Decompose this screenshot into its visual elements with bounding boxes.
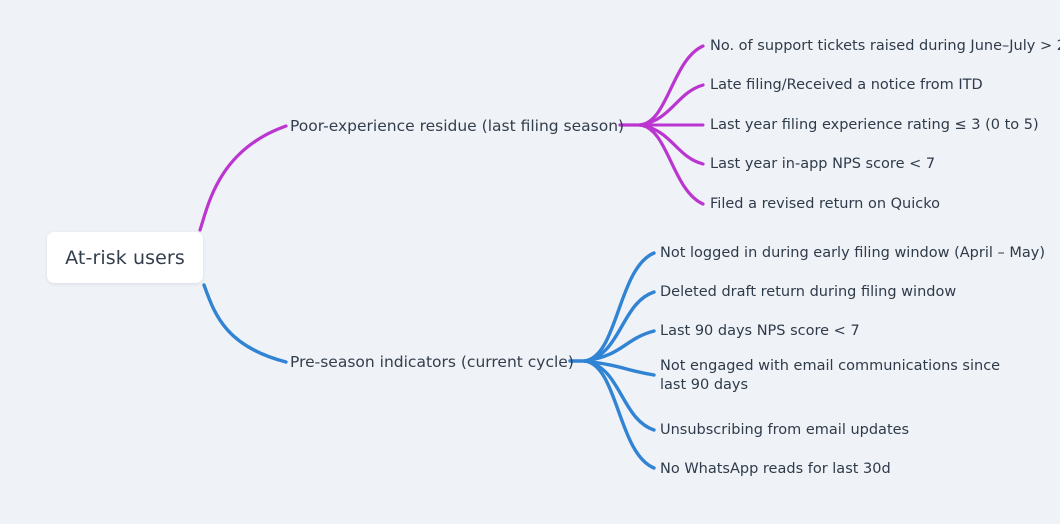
root-node[interactable]: At-risk users — [47, 232, 203, 283]
leaf-node-deleted-draft-return[interactable]: Deleted draft return during filing windo… — [660, 284, 957, 300]
leaf-node-revised-return[interactable]: Filed a revised return on Quicko — [710, 196, 941, 212]
leaf-node-in-app-nps-score[interactable]: Last year in-app NPS score < 7 — [710, 156, 936, 172]
edge-branch-2-leaf-0 — [583, 251, 656, 363]
edge-branch-1-leaf-1 — [638, 83, 705, 127]
leaf-node-unsubscribing-email[interactable]: Unsubscribing from email updates — [660, 422, 910, 438]
leaf-node-support-tickets[interactable]: No. of support tickets raised during Jun… — [710, 38, 1060, 54]
leaf-node-last-90-days-nps[interactable]: Last 90 days NPS score < 7 — [660, 323, 860, 339]
branch-label-pre-season-indicators[interactable]: Pre-season indicators (current cycle) — [290, 353, 574, 371]
edge-branch-1-leaf-3 — [638, 123, 705, 166]
root-node-label: At-risk users — [65, 246, 185, 269]
edge-branch-1-leaf-4 — [638, 123, 705, 206]
leaf-node-not-engaged-email[interactable]: Not engaged with email communications si… — [660, 358, 1001, 393]
edge-branch-2-leaf-5 — [583, 359, 656, 470]
edge-root-to-branch-2 — [202, 283, 288, 364]
branch-label-poor-experience-residue[interactable]: Poor-experience residue (last filing sea… — [290, 117, 625, 135]
edge-branch-2-leaf-2 — [583, 329, 656, 363]
leaf-node-filing-experience-rating[interactable]: Last year filing experience rating ≤ 3 (… — [710, 117, 1039, 133]
leaf-node-no-whatsapp-reads[interactable]: No WhatsApp reads for last 30d — [660, 461, 891, 477]
edge-branch-1-leaf-0 — [638, 44, 705, 127]
edge-root-to-branch-1 — [198, 124, 288, 232]
leaf-node-late-filing-notice[interactable]: Late filing/Received a notice from ITD — [710, 77, 983, 93]
leaf-node-not-logged-in[interactable]: Not logged in during early filing window… — [660, 245, 1045, 261]
